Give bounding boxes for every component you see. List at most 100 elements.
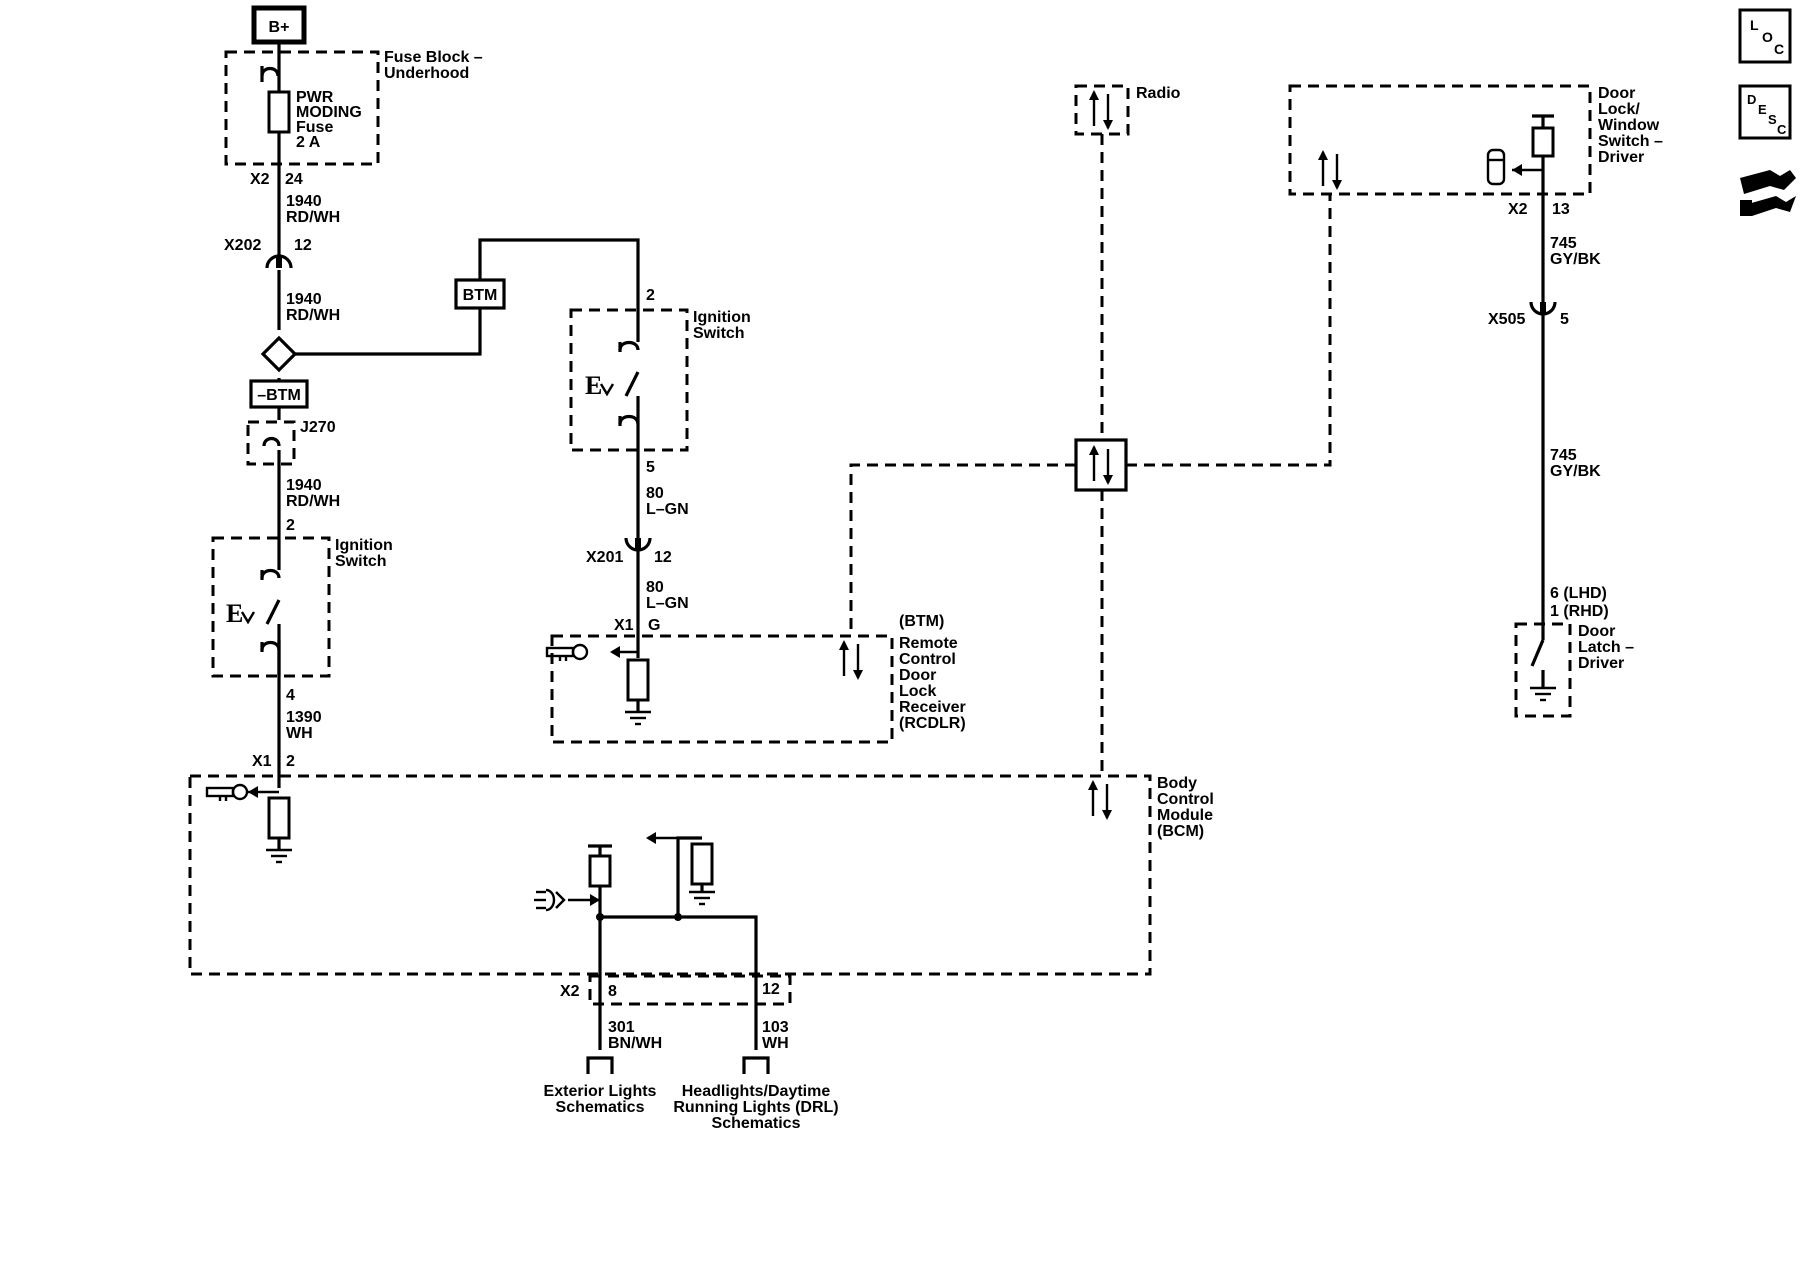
rcdlr-line-2: Remote bbox=[899, 635, 958, 652]
ign-left-name: Ignition bbox=[335, 537, 393, 554]
svg-text:C: C bbox=[1777, 122, 1787, 137]
radio-label: Radio bbox=[1136, 85, 1181, 102]
svg-text:S: S bbox=[1768, 112, 1777, 127]
wire-1940b-num: 1940 bbox=[286, 291, 322, 308]
bcm-line-3: Module bbox=[1157, 807, 1213, 824]
splice-diamond bbox=[260, 335, 298, 373]
wire-1390-color: WH bbox=[286, 725, 313, 742]
ref-headlights-line-1: Headlights/Daytime bbox=[682, 1083, 831, 1100]
description-icon[interactable]: D E S C bbox=[1738, 84, 1792, 140]
svg-text:E: E bbox=[1758, 102, 1767, 117]
wire-103-num: 103 bbox=[762, 1019, 789, 1036]
minus-btm-label: –BTM bbox=[257, 387, 301, 404]
door-latch-pin-lhd: 6 (LHD) bbox=[1550, 585, 1607, 602]
exterior-lamp-icon bbox=[534, 888, 566, 912]
svg-text:C: C bbox=[1774, 41, 1784, 57]
bcm-key-icon bbox=[205, 783, 249, 803]
x505-conn: X505 bbox=[1488, 311, 1525, 328]
wire-80a-color: L–GN bbox=[646, 501, 689, 518]
bcm-x1-pin: 2 bbox=[286, 753, 295, 770]
ignition-switch-middle: 2 Ignition Switch E 5 bbox=[569, 287, 751, 538]
connector-j270: J270 bbox=[246, 419, 336, 466]
x505-pin: 5 bbox=[1560, 311, 1569, 328]
door-latch-line-3: Driver bbox=[1578, 655, 1624, 672]
ign-mid-name: Ignition bbox=[693, 309, 751, 326]
connector-x201: X201 12 bbox=[586, 537, 672, 566]
wire-1390-num: 1390 bbox=[286, 709, 322, 726]
wire-745b-num: 745 bbox=[1550, 447, 1577, 464]
door-switch-line-3: Window bbox=[1598, 117, 1660, 134]
rcdlr-x1-conn: X1 bbox=[614, 617, 634, 634]
rcdlr-line-1: (BTM) bbox=[899, 613, 944, 630]
b-plus-supply: B+ bbox=[251, 5, 307, 45]
wire-1940c-num: 1940 bbox=[286, 477, 322, 494]
door-switch-pin: 13 bbox=[1552, 201, 1570, 218]
ref-exterior-line-1: Exterior Lights bbox=[544, 1083, 657, 1100]
ign-mid-name-2: Switch bbox=[693, 325, 745, 342]
bcm-x2-pin8: 8 bbox=[608, 983, 617, 1000]
door-switch-conn: X2 bbox=[1508, 201, 1528, 218]
door-latch-pin-rhd: 1 (RHD) bbox=[1550, 603, 1609, 620]
ref-headlights-drl[interactable]: Headlights/Daytime Running Lights (DRL) … bbox=[673, 1056, 839, 1132]
minus-btm-box: –BTM bbox=[249, 379, 309, 409]
ign-left-ev: E bbox=[226, 599, 243, 628]
ref-exterior-lights[interactable]: Exterior Lights Schematics bbox=[544, 1056, 657, 1116]
wire-1940-color: RD/WH bbox=[286, 209, 340, 226]
wire-1940-num: 1940 bbox=[286, 193, 322, 210]
btm-label: BTM bbox=[463, 287, 498, 304]
bcm-data-arrow-icon bbox=[1086, 778, 1114, 822]
ref-headlights-line-3: Schematics bbox=[712, 1115, 801, 1132]
wire-1940b-color: RD/WH bbox=[286, 307, 340, 324]
wire-80b-color: L–GN bbox=[646, 595, 689, 612]
ign-mid-ev: E bbox=[585, 371, 602, 400]
rcdlr-line-5: Lock bbox=[899, 683, 936, 700]
x202-conn: X202 bbox=[224, 237, 261, 254]
door-lock-actuator-icon bbox=[1486, 148, 1506, 186]
rcdlr-line-6: Receiver bbox=[899, 699, 966, 716]
svg-text:L: L bbox=[1750, 17, 1759, 33]
door-switch-line-5: Driver bbox=[1598, 149, 1644, 166]
wire-103-color: WH bbox=[762, 1035, 789, 1052]
location-icon[interactable]: L O C bbox=[1738, 8, 1792, 64]
fuse-block-underhood: Fuse Block – Underhood PWR MODING Fuse 2… bbox=[224, 49, 483, 188]
fuse-label-2: MODING bbox=[296, 104, 362, 121]
bcm-x1-conn: X1 bbox=[252, 753, 272, 770]
bcm-x2-conn: X2 bbox=[560, 983, 580, 1000]
wire-745a-num: 745 bbox=[1550, 235, 1577, 252]
bcm-x2-pin12: 12 bbox=[762, 981, 780, 998]
ref-headlights-line-2: Running Lights (DRL) bbox=[673, 1099, 838, 1116]
fuse-block-title-2: Underhood bbox=[384, 65, 469, 82]
wire-80b-num: 80 bbox=[646, 579, 664, 596]
wire-301-num: 301 bbox=[608, 1019, 635, 1036]
ign-mid-pin-top: 2 bbox=[646, 287, 655, 304]
door-switch-data-arrow-icon bbox=[1316, 148, 1344, 192]
j270-label: J270 bbox=[300, 419, 336, 436]
body-control-module: Body Control Module (BCM) bbox=[188, 774, 1214, 1050]
fuse-pin: 24 bbox=[285, 171, 303, 188]
ign-mid-pin-bot: 5 bbox=[646, 459, 655, 476]
wire-1940c-color: RD/WH bbox=[286, 493, 340, 510]
door-switch-line-1: Door bbox=[1598, 85, 1635, 102]
connector-x505: X505 5 bbox=[1488, 301, 1569, 328]
service-tools-icon[interactable] bbox=[1740, 170, 1796, 216]
rcdlr-line-7: (RCDLR) bbox=[899, 715, 966, 732]
wire-745a-color: GY/BK bbox=[1550, 251, 1601, 268]
rcdlr-data-arrow-icon bbox=[837, 638, 865, 682]
rcdlr-module: (BTM) Remote Control Door Lock Receiver … bbox=[545, 613, 966, 744]
door-latch-line-2: Latch – bbox=[1578, 639, 1634, 656]
door-latch-line-1: Door bbox=[1578, 623, 1615, 640]
x201-pin: 12 bbox=[654, 549, 672, 566]
svg-text:D: D bbox=[1747, 92, 1756, 107]
fuse-conn: X2 bbox=[250, 171, 270, 188]
door-switch-line-2: Lock/ bbox=[1598, 101, 1640, 118]
rcdlr-line-3: Control bbox=[899, 651, 956, 668]
connector-x202: X202 12 bbox=[224, 237, 312, 269]
x201-conn: X201 bbox=[586, 549, 623, 566]
bcm-line-4: (BCM) bbox=[1157, 823, 1204, 840]
wire-80a-num: 80 bbox=[646, 485, 664, 502]
door-lock-window-switch: Door Lock/ Window Switch – Driver X2 13 bbox=[1288, 84, 1663, 310]
bcm-line-2: Control bbox=[1157, 791, 1214, 808]
radio-data-arrow-icon bbox=[1087, 88, 1115, 132]
svg-text:O: O bbox=[1762, 29, 1773, 45]
